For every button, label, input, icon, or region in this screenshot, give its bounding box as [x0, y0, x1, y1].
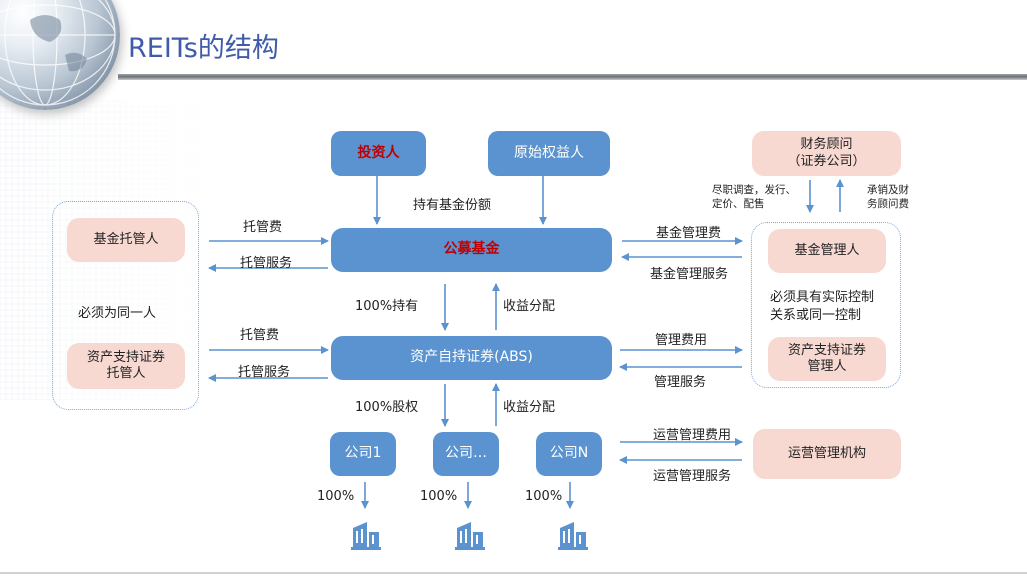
company-1-label: 公司1	[344, 445, 382, 462]
custody-service-2-label: 托管服务	[238, 365, 291, 380]
building-icon	[455, 522, 485, 550]
custody-service-1-label: 托管服务	[240, 256, 293, 271]
fund-mgmt-fee-label: 基金管理费	[656, 226, 722, 241]
mgmt-service-label: 管理服务	[654, 375, 707, 390]
custody-fee-2-label: 托管费	[240, 328, 280, 343]
company-n-node: 公司N	[536, 432, 602, 476]
fund-manager-label: 基金管理人	[794, 242, 860, 258]
public-fund-node: 公募基金	[331, 228, 612, 272]
fund-manager-node: 基金管理人	[768, 229, 886, 273]
income-dist-2-label: 收益分配	[503, 400, 556, 415]
mgmt-fee-label: 管理费用	[655, 333, 708, 348]
page-title: REITs的结构	[128, 33, 279, 64]
fund-custodian-label: 基金托管人	[93, 231, 159, 247]
pct-1-label: 100%	[317, 489, 355, 504]
financial-advisor-label: 财务顾问 （证券公司）	[787, 137, 866, 169]
ops-org-label: 运营管理机构	[787, 445, 866, 461]
ops-org-node: 运营管理机构	[753, 429, 901, 479]
custody-fee-1-label: 托管费	[243, 220, 283, 235]
building-icon	[558, 522, 588, 550]
due-diligence-label: 尽职调查，发行、 定价、配售	[712, 184, 796, 211]
manager-group	[751, 222, 901, 388]
hold-100-label: 100%持有	[355, 299, 419, 314]
custodian-group	[52, 201, 199, 410]
investor-node: 投资人	[331, 131, 426, 176]
company-1-node: 公司1	[330, 432, 396, 476]
ops-mgmt-fee-label: 运营管理费用	[653, 428, 732, 443]
abs-node: 资产自持证券(ABS)	[331, 336, 612, 380]
original-owner-label: 原始权益人	[514, 144, 584, 161]
fund-mgmt-service-label: 基金管理服务	[650, 267, 729, 282]
equity-100-label: 100%股权	[355, 400, 419, 415]
public-fund-label: 公募基金	[443, 241, 500, 258]
same-person-note: 必须为同一人	[78, 306, 157, 321]
hold-fund-shares-label: 持有基金份额	[413, 198, 492, 213]
pct-3-label: 100%	[525, 489, 563, 504]
footer-divider	[0, 572, 1027, 574]
company-n-label: 公司N	[549, 445, 589, 462]
abs-label: 资产自持证券(ABS)	[410, 349, 533, 366]
title-divider	[118, 74, 1027, 80]
original-owner-node: 原始权益人	[488, 131, 610, 176]
company-mid-node: 公司…	[433, 432, 499, 476]
globe-logo	[0, 0, 120, 110]
financial-advisor-node: 财务顾问 （证券公司）	[752, 131, 901, 176]
building-icon	[351, 522, 381, 550]
abs-manager-node: 资产支持证券 管理人	[768, 337, 886, 381]
abs-custodian-label: 资产支持证券 托管人	[86, 349, 165, 381]
company-mid-label: 公司…	[445, 445, 487, 462]
ops-mgmt-service-label: 运营管理服务	[653, 469, 732, 484]
fund-custodian-node: 基金托管人	[67, 218, 185, 262]
control-note: 必须具有实际控制 关系或同一控制	[770, 290, 875, 323]
investor-label: 投资人	[357, 144, 400, 161]
abs-custodian-node: 资产支持证券 托管人	[67, 343, 185, 389]
abs-manager-label: 资产支持证券 管理人	[787, 342, 866, 374]
underwriting-fee-label: 承销及财 务顾问费	[867, 184, 909, 211]
income-dist-1-label: 收益分配	[503, 299, 556, 314]
pct-2-label: 100%	[420, 489, 458, 504]
